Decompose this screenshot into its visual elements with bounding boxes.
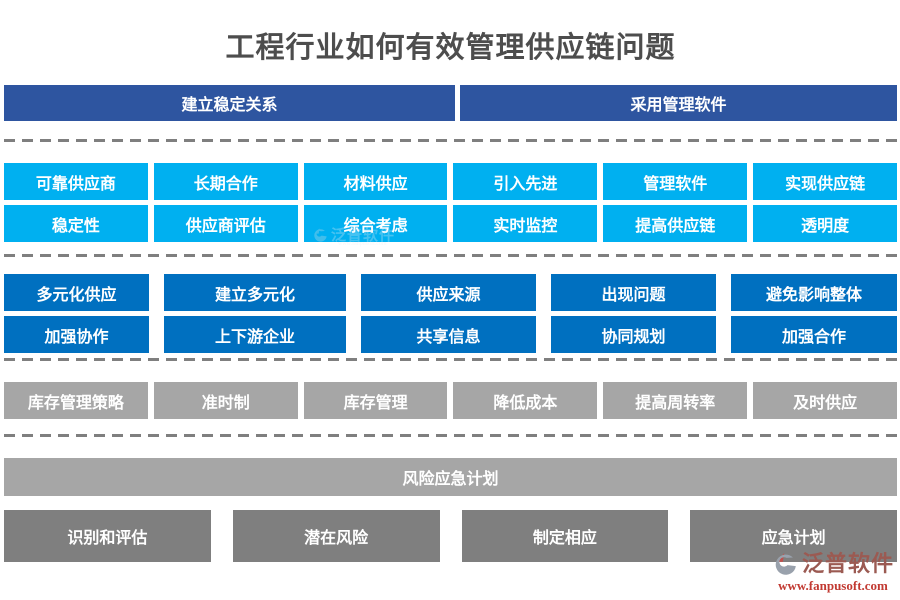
divider-3: [4, 358, 897, 361]
inventory-chip: 库存管理策略: [4, 382, 148, 419]
page-title: 工程行业如何有效管理供应链问题: [225, 32, 676, 64]
diversify-chip: 加强协作: [4, 316, 149, 353]
stable-chip: 材料供应: [303, 163, 448, 200]
brand-url: www.fanpusoft.com: [778, 578, 888, 593]
stable-chip: 供应商评估: [153, 205, 298, 242]
stable-chip: 实现供应链: [753, 163, 897, 200]
diversify-chip: 多元化供应: [4, 274, 149, 311]
stable-chip: 实时监控: [453, 205, 598, 242]
diversify-row-1: 多元化供应 建立多元化 供应来源 出现问题 避免影响整体: [4, 274, 897, 311]
stable-chip: 引入先进: [453, 163, 598, 200]
inventory-chip: 降低成本: [453, 382, 598, 419]
stable-chip: 透明度: [753, 205, 897, 242]
diversify-chip: 避免影响整体: [731, 274, 897, 311]
diversify-chip: 上下游企业: [164, 316, 346, 353]
diversify-chip: 建立多元化: [164, 274, 346, 311]
stable-chip: 稳定性: [4, 205, 148, 242]
diversify-chip: 供应来源: [361, 274, 536, 311]
stable-relation-row-2: 稳定性 供应商评估 综合考虑 实时监控 提高供应链 透明度: [4, 205, 897, 242]
stable-relation-row-1: 可靠供应商 长期合作 材料供应 引入先进 管理软件 实现供应链: [4, 163, 897, 200]
diversify-chip: 共享信息: [361, 316, 536, 353]
risk-plan-header: 风险应急计划: [4, 458, 897, 496]
stable-chip: 长期合作: [153, 163, 298, 200]
risk-plan-row: 识别和评估 潜在风险 制定相应 应急计划: [4, 510, 897, 562]
brand-text: 泛普软件: [801, 551, 894, 576]
header-establish-stable-relations: 建立稳定关系: [4, 85, 455, 121]
inventory-chip: 及时供应: [753, 382, 897, 419]
stable-chip: 可靠供应商: [4, 163, 148, 200]
brand-watermark: 泛普软件 www.fanpusoft.com: [772, 551, 894, 592]
diversify-chip: 加强合作: [731, 316, 897, 353]
risk-chip: 应急计划: [690, 510, 897, 562]
risk-chip: 制定相应: [461, 510, 669, 562]
divider-2: [4, 254, 897, 257]
stable-chip: 管理软件: [603, 163, 748, 200]
header-adopt-management-software: 采用管理软件: [460, 85, 897, 121]
diversify-row-2: 加强协作 上下游企业 共享信息 协同规划 加强合作: [4, 316, 897, 353]
stable-chip: 提高供应链: [603, 205, 748, 242]
inventory-chip: 提高周转率: [603, 382, 748, 419]
divider-4: [4, 434, 897, 437]
risk-chip: 潜在风险: [232, 510, 440, 562]
diversify-chip: 协同规划: [551, 316, 716, 353]
stable-chip: 综合考虑: [303, 205, 448, 242]
inventory-row: 库存管理策略 准时制 库存管理 降低成本 提高周转率 及时供应: [4, 382, 897, 419]
risk-chip: 识别和评估: [4, 510, 211, 562]
divider-1: [4, 139, 897, 142]
top-header-row: 建立稳定关系 采用管理软件: [4, 85, 897, 121]
inventory-chip: 库存管理: [303, 382, 448, 419]
inventory-chip: 准时制: [153, 382, 298, 419]
fanpu-logo-icon: [775, 553, 796, 575]
diversify-chip: 出现问题: [551, 274, 716, 311]
